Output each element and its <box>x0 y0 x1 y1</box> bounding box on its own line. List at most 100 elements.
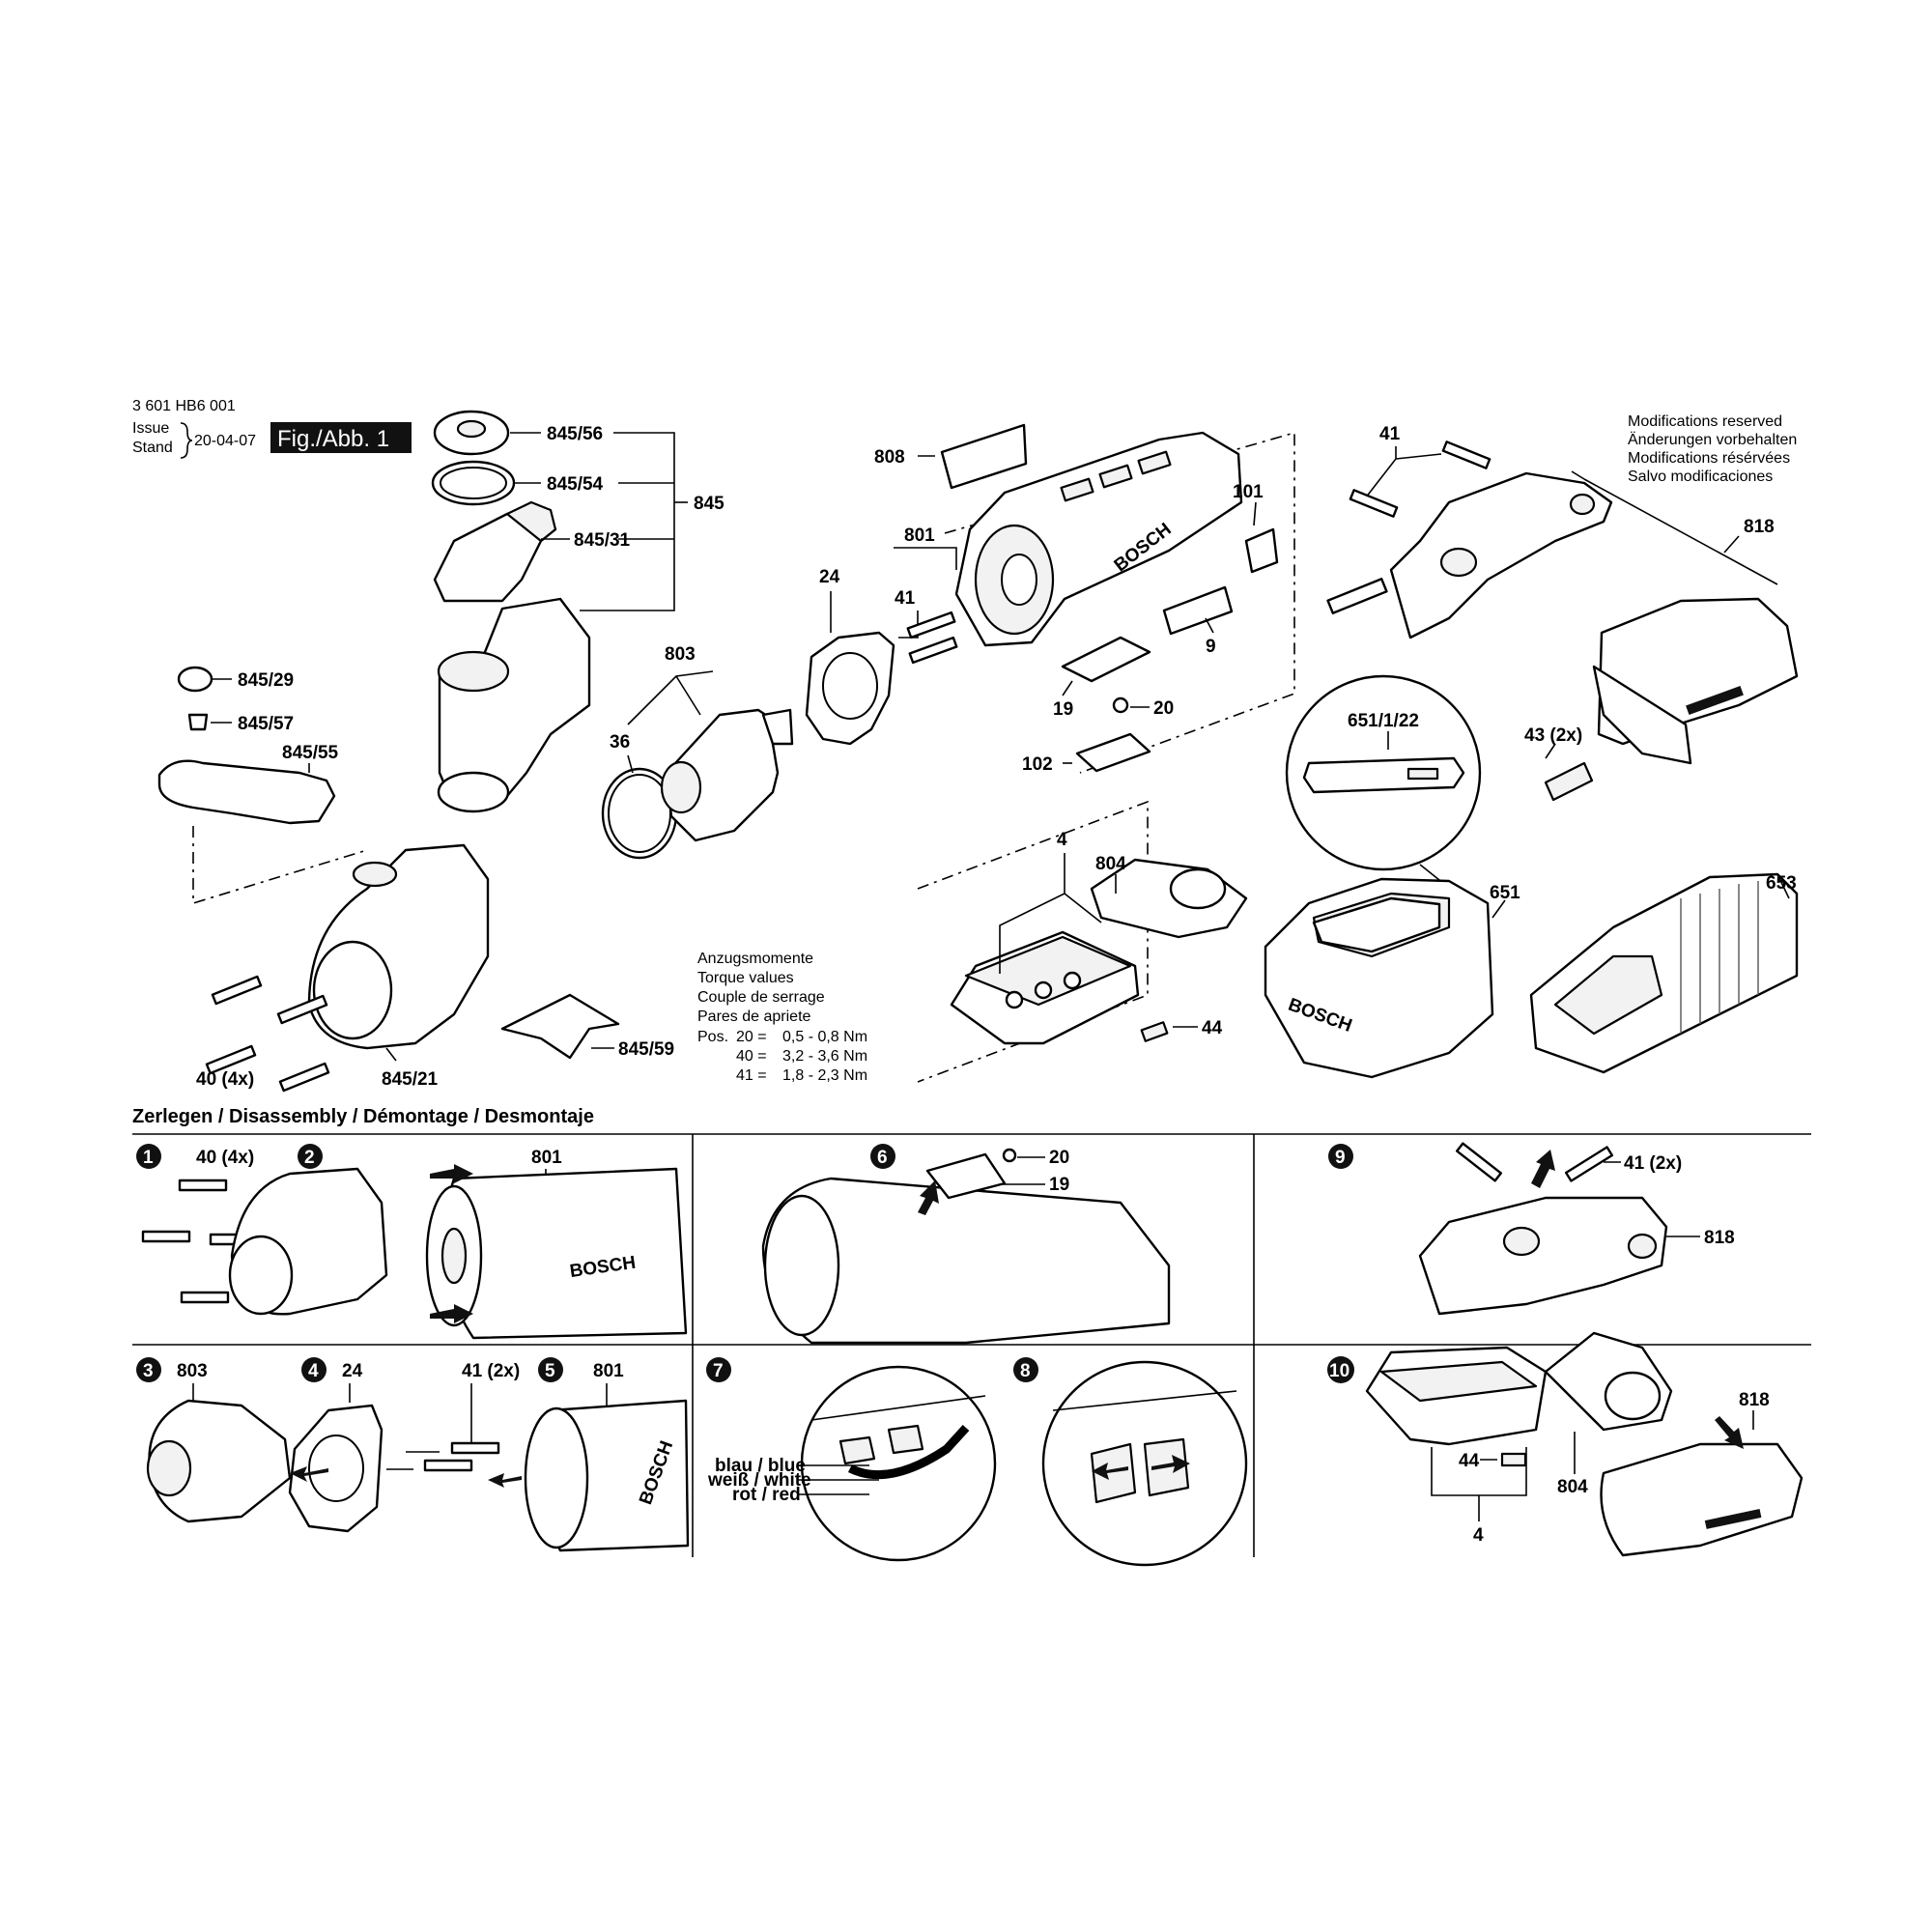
plate-102 <box>1075 732 1151 773</box>
label-9: 9 <box>1206 637 1216 657</box>
label-845-54: 845/54 <box>547 474 604 495</box>
label-plate-9 <box>1162 585 1234 636</box>
brace <box>180 422 193 459</box>
cover-half-upper <box>1389 471 1613 639</box>
figure-label: Fig./Abb. 1 <box>277 426 389 452</box>
label-801: 801 <box>904 526 935 546</box>
label-651-1-22: 651/1/22 <box>1348 711 1419 731</box>
battery-tag-part <box>1302 756 1465 794</box>
dis-wire-detail <box>800 1365 997 1562</box>
mod-line-1: Modifications reserved <box>1628 413 1782 430</box>
issue-label: Issue <box>132 420 169 437</box>
disassembly-section: Zerlegen / Disassembly / Démontage / Des… <box>132 1106 1811 1567</box>
label-804: 804 <box>1095 854 1126 874</box>
doc-number: 3 601 HB6 001 <box>132 398 236 414</box>
step-2: 2 <box>304 1148 315 1168</box>
dis-label-801-b: 801 <box>593 1361 624 1381</box>
label-818: 818 <box>1744 517 1775 537</box>
dis-cover-818-a <box>1418 1196 1668 1316</box>
dis-cover-818-b <box>1600 1442 1804 1557</box>
label-845-59: 845/59 <box>618 1039 674 1060</box>
label-808: 808 <box>874 447 905 468</box>
torque-title-2: Torque values <box>697 970 794 986</box>
screw-41-top <box>1441 440 1492 469</box>
charger-part <box>1529 872 1799 1074</box>
badge-101 <box>1244 527 1279 574</box>
dis-label-24: 24 <box>342 1361 363 1381</box>
gear-part <box>665 708 780 842</box>
label-101: 101 <box>1233 482 1264 502</box>
dis-gear-803 <box>148 1399 292 1523</box>
label-651: 651 <box>1490 883 1520 903</box>
motor-housing-group: BOSCH 808 801 41 101 9 19 20 102 <box>874 423 1295 775</box>
modifications-note: Modifications reserved Änderungen vorbeh… <box>1628 413 1797 485</box>
label-44: 44 <box>1202 1018 1223 1038</box>
step-10: 10 <box>1329 1361 1350 1381</box>
label-845-56: 845/56 <box>547 424 603 444</box>
label-41-a: 41 <box>895 588 916 609</box>
dis-label-804: 804 <box>1557 1477 1588 1497</box>
screws-40 <box>205 975 330 1093</box>
label-41-b: 41 <box>1379 424 1401 444</box>
blade-part <box>157 759 336 825</box>
label-19: 19 <box>1053 699 1073 720</box>
dis-label-41-a: 41 (2x) <box>1624 1153 1682 1174</box>
screw-41-left <box>1349 489 1399 518</box>
charger-group: 653 <box>1529 872 1799 1074</box>
disassembly-title: Zerlegen / Disassembly / Démontage / Des… <box>132 1106 594 1127</box>
label-803: 803 <box>665 644 696 665</box>
dis-label-4: 4 <box>1473 1525 1484 1546</box>
label-102: 102 <box>1022 754 1053 775</box>
screw-cap-part <box>187 713 209 731</box>
dis-connector-detail <box>1041 1360 1248 1567</box>
dis-label-19: 19 <box>1049 1175 1069 1195</box>
dis-label-41-b: 41 (2x) <box>462 1361 520 1381</box>
label-4: 4 <box>1057 830 1067 850</box>
label-845-29: 845/29 <box>238 670 294 691</box>
label-845-21: 845/21 <box>382 1069 439 1090</box>
pin-43 <box>1544 761 1594 802</box>
dis-label-818-b: 818 <box>1739 1390 1770 1410</box>
label-24: 24 <box>819 567 840 587</box>
wire-blue: blau / blue <box>715 1456 806 1476</box>
dis-cover-19 <box>925 1152 1007 1200</box>
label-845-55: 845/55 <box>282 743 339 763</box>
dis-label-803: 803 <box>177 1361 208 1381</box>
base-plate-part <box>500 993 620 1060</box>
label-845-31: 845/31 <box>574 530 631 551</box>
mod-line-4: Salvo modificaciones <box>1628 469 1773 485</box>
torque-row-41-num: 41 = <box>736 1067 767 1084</box>
dis-label-20: 20 <box>1049 1148 1069 1168</box>
stand-label: Stand <box>132 440 173 456</box>
torque-title-4: Pares de apriete <box>697 1009 811 1025</box>
dis-label-40: 40 (4x) <box>196 1148 254 1168</box>
label-20: 20 <box>1153 698 1174 719</box>
step-8: 8 <box>1020 1361 1031 1381</box>
step-5: 5 <box>545 1361 555 1381</box>
torque-row-20-val: 0,5 - 0,8 Nm <box>782 1029 867 1045</box>
label-plate-808 <box>940 423 1028 490</box>
torque-row-20-num: 20 = <box>736 1029 767 1045</box>
torque-row-40-num: 40 = <box>736 1048 767 1065</box>
torque-row-40-val: 3,2 - 3,6 Nm <box>782 1048 867 1065</box>
cover-group: 41 818 43 (2x) <box>1326 424 1799 802</box>
torque-table: Anzugsmomente Torque values Couple de se… <box>697 951 867 1084</box>
step-badges: 1 2 6 9 3 4 5 7 8 10 <box>136 1144 1354 1383</box>
step-1: 1 <box>143 1148 154 1168</box>
figure-label-box <box>270 422 412 453</box>
torque-title-3: Couple de serrage <box>697 989 825 1006</box>
spring-44 <box>1140 1021 1169 1042</box>
label-36: 36 <box>610 732 630 753</box>
wire-red: rot / red <box>732 1485 801 1505</box>
step-6: 6 <box>877 1148 888 1168</box>
torque-row-41-val: 1,8 - 2,3 Nm <box>782 1067 867 1084</box>
cap-part <box>177 666 213 693</box>
label-845: 845 <box>694 494 724 514</box>
dis-label-801-a: 801 <box>531 1148 562 1168</box>
torque-row-pos: Pos. <box>697 1029 728 1045</box>
step-7: 7 <box>713 1361 724 1381</box>
issue-date: 20-04-07 <box>194 433 256 449</box>
label-845-57: 845/57 <box>238 714 294 734</box>
gear-group: 36 803 24 <box>601 567 895 860</box>
